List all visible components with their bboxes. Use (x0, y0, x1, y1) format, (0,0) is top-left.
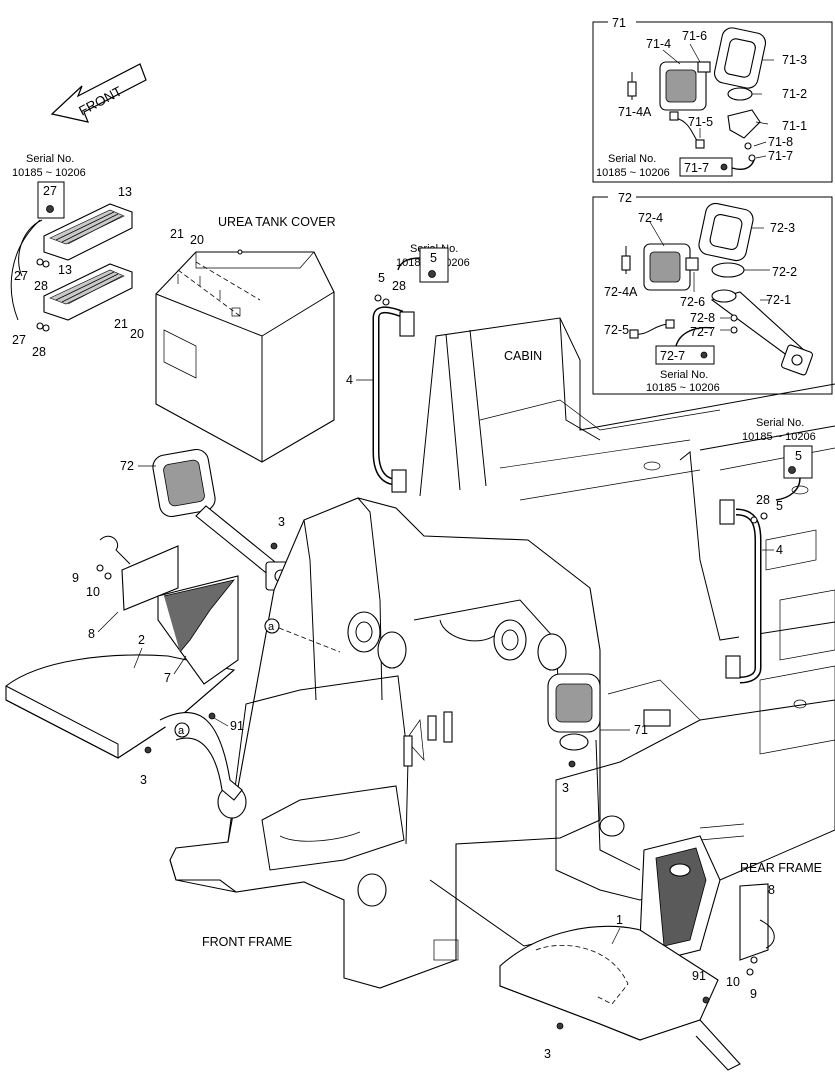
mud-flap-7-right: 8 7 10 9 (639, 835, 775, 1001)
label-72-5: 72-5 (604, 323, 629, 337)
label-72-1: 72-1 (766, 293, 791, 307)
label-71-8: 71-8 (768, 135, 793, 149)
label-3-lamp71: 3 (562, 781, 569, 795)
label-20-top: 20 (190, 233, 204, 247)
label-27-boxed: 27 (43, 184, 57, 198)
handrail-right: Serial No. 10185 ~ 10206 5 28 5 4 (719, 417, 816, 684)
label-72-3: 72-3 (770, 221, 795, 235)
cabin: CABIN (419, 317, 835, 755)
label-28-bottom: 28 (32, 345, 46, 359)
label-13-top: 13 (118, 185, 132, 199)
label-20-bottom: 20 (130, 327, 144, 341)
label-21-bottom: 21 (114, 317, 128, 331)
label-71-7: 71-6 (682, 29, 707, 43)
label-27-mid: 27 (14, 269, 28, 283)
steps-serial-label: Serial No. (26, 153, 74, 165)
label-72-2: 72-2 (772, 265, 797, 279)
inset-72: 72 72-4 72-3 (592, 191, 833, 395)
steps-assembly: Serial No. 10185 ~ 10206 27 13 13 27 28 … (10, 153, 204, 359)
label-71-3: 71-3 (782, 53, 807, 67)
label-71-2: 71-2 (782, 87, 807, 101)
steps-serial-range: 10185 ~ 10206 (12, 167, 86, 179)
fender-2: a 2 91 3 (5, 633, 244, 801)
mud-flap-7-left: 9 10 8 7 (72, 535, 239, 685)
label-71-1: 71-1 (782, 119, 807, 133)
inset-72-title: 72 (618, 191, 632, 205)
urea-tank-cover-label: UREA TANK COVER (218, 215, 336, 229)
label-3-fender1: 3 (544, 1047, 551, 1061)
label-72-6: 72-7 (690, 325, 715, 339)
label-72-8: 72-8 (690, 311, 715, 325)
front-arrow: FRONT (50, 63, 147, 123)
label-5-boxed-right: 5 (795, 449, 802, 463)
handrail-right-serial-range: 10185 ~ 10206 (742, 431, 816, 443)
label-28-mid: 28 (34, 279, 48, 293)
inset-71-serial-label: Serial No. (608, 153, 656, 165)
label-72-7: 72-6 (680, 295, 705, 309)
inset-71-serial-range: 10185 ~ 10206 (596, 167, 670, 179)
label-71-6: 71-7 (768, 149, 793, 163)
label-1: 1 (616, 913, 623, 927)
label-4-right: 4 (776, 543, 783, 557)
label-71-4: 71-4 (646, 37, 671, 51)
rear-frame: REAR FRAME (555, 679, 835, 901)
label-28-left: 28 (392, 279, 406, 293)
label-7-left: 7 (164, 671, 171, 685)
cabin-label: CABIN (504, 349, 542, 363)
label-9-left: 9 (72, 571, 79, 585)
inset-72-serial-label: Serial No. (660, 369, 708, 381)
label-72-main: 72 (120, 459, 134, 473)
handrail-right-serial-label: Serial No. (756, 417, 804, 429)
label-72-4: 72-4 (638, 211, 663, 225)
inset-71: 71 71-4 71-6 71-3 7 (592, 16, 833, 183)
label-3-lamp: 3 (278, 515, 285, 529)
label-5-boxed-left: 5 (430, 251, 437, 265)
inset-71-title: 71 (612, 16, 626, 30)
label-5-left: 5 (378, 271, 385, 285)
label-3-fender2: 3 (140, 773, 147, 787)
label-2: 2 (138, 633, 145, 647)
label-91-left: 91 (230, 719, 244, 733)
front-frame-label: FRONT FRAME (202, 935, 292, 949)
label-10-left: 10 (86, 585, 100, 599)
marker-a-fender: a (178, 725, 185, 737)
label-21-top: 21 (170, 227, 184, 241)
label-72-4A: 72-4A (604, 285, 638, 299)
label-5-right: 5 (776, 499, 783, 513)
marker-a-frame: a (268, 621, 275, 633)
label-4-left: 4 (346, 373, 353, 387)
work-lamp-71: 71 3 (547, 673, 648, 795)
label-9-right: 9 (750, 987, 757, 1001)
front-frame: FRONT FRAME a (169, 497, 601, 989)
rear-frame-label: REAR FRAME (740, 861, 822, 875)
fender-1: 1 91 3 (499, 913, 741, 1071)
urea-tank-cover: UREA TANK COVER (155, 215, 336, 463)
label-8-right: 8 (768, 883, 775, 897)
label-71-5: 71-5 (688, 115, 713, 129)
label-71-main: 71 (634, 723, 648, 737)
label-71-6-boxed: 71-7 (684, 161, 709, 175)
label-91-right: 91 (692, 969, 706, 983)
label-28-right: 28 (756, 493, 770, 507)
label-10-right: 10 (726, 975, 740, 989)
handrail-left: Serial No. 10185 ~ 10206 5 5 28 4 (346, 243, 470, 493)
label-8-left: 8 (88, 627, 95, 641)
inset-72-serial-range: 10185 ~ 10206 (646, 382, 720, 394)
label-27-bottom: 27 (12, 333, 26, 347)
label-72-6-boxed: 72-7 (660, 349, 685, 363)
label-13-bottom: 13 (58, 263, 72, 277)
label-71-4A: 71-4A (618, 105, 652, 119)
